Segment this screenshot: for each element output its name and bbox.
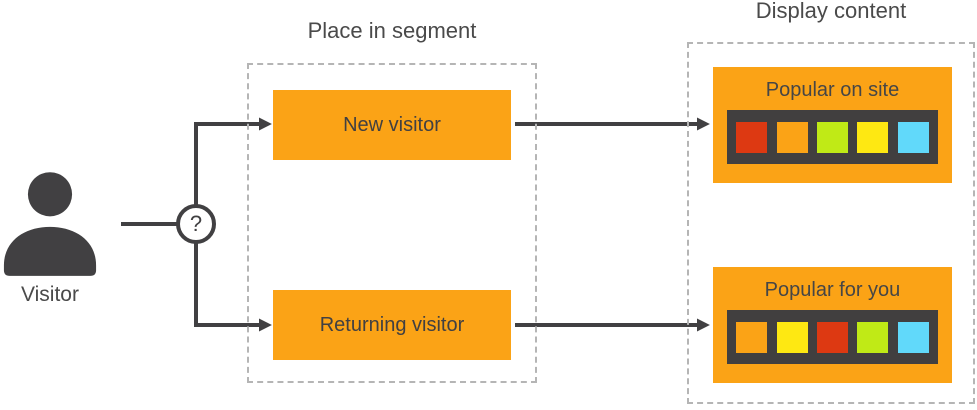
content-tile [897, 121, 929, 153]
card-popular-on-site: Popular on site [713, 67, 952, 183]
card-title: Popular for you [764, 279, 901, 301]
segment-group-box [247, 63, 537, 383]
segment-group-title: Place in segment [307, 18, 477, 43]
content-tile-strip [727, 310, 938, 364]
content-tile [816, 121, 848, 153]
node-returning-visitor: Returning visitor [273, 290, 511, 360]
node-new-visitor: New visitor [273, 90, 511, 160]
content-tile [776, 321, 808, 353]
display-group-title: Display content [755, 0, 907, 23]
visitor-figure: Visitor [2, 172, 98, 307]
person-icon [3, 172, 97, 276]
content-tile [736, 121, 768, 153]
display-group-box [687, 42, 975, 404]
content-tile [857, 121, 889, 153]
content-tile-strip [727, 110, 938, 164]
content-tile [776, 121, 808, 153]
card-popular-for-you: Popular for you [713, 267, 952, 383]
arrow-decision-to-returning-visitor [194, 224, 272, 332]
card-title: Popular on site [765, 79, 900, 101]
question-mark-icon: ? [189, 211, 203, 236]
arrow-decision-to-new-visitor [194, 117, 272, 224]
content-tile [897, 321, 929, 353]
content-tile [816, 321, 848, 353]
visitor-label: Visitor [21, 283, 79, 306]
content-tile [736, 321, 768, 353]
decision-node: ? [176, 204, 216, 244]
content-tile [857, 321, 889, 353]
